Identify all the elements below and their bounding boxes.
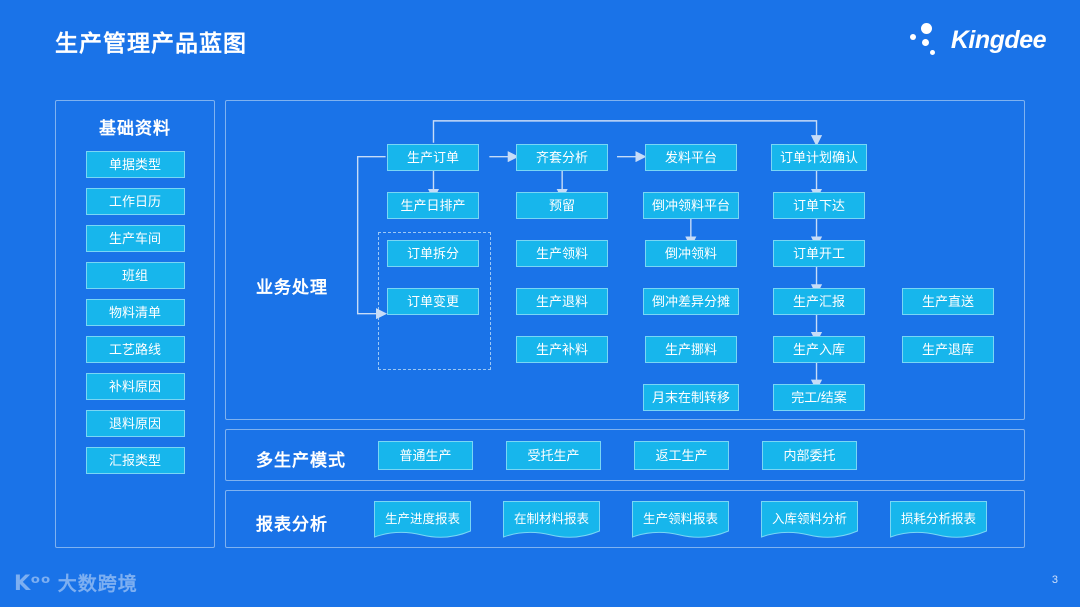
production-modes-list: 普通生产 受托生产 返工生产 内部委托 <box>378 441 857 470</box>
node-daochongchayifentan[interactable]: 倒冲差异分摊 <box>643 288 739 315</box>
report-analysis-label: 报表分析 <box>256 515 328 534</box>
kingdee-logo: Kingdee <box>908 22 1047 58</box>
watermark-logo-icon: Kᵒᵒ <box>14 570 51 595</box>
basic-item-gongzuorili[interactable]: 工作日历 <box>85 188 185 215</box>
basic-item-banzu[interactable]: 班组 <box>85 262 185 289</box>
business-flow: 生产订单 生产日排产 订单拆分 订单变更 齐套分析 预留 生产领料 生产退料 生… <box>226 101 1024 419</box>
basic-item-shengchanchejian[interactable]: 生产车间 <box>85 225 185 252</box>
report-shengchanlingliaobaobiao[interactable]: 生产领料报表 <box>632 501 729 541</box>
node-dingdanjihuaqueren[interactable]: 订单计划确认 <box>771 144 867 171</box>
kingdee-logo-text: Kingdee <box>950 25 1047 54</box>
business-process-section: 业务处理 <box>225 100 1025 420</box>
mode-neibuweituo[interactable]: 内部委托 <box>762 441 857 470</box>
basic-item-wuliaoqingdan[interactable]: 物料清单 <box>85 299 185 326</box>
node-faliaopingtai[interactable]: 发料平台 <box>645 144 737 171</box>
report-analysis-section: 报表分析 生产进度报表 在制材料报表 <box>225 490 1025 548</box>
mode-putongshengchan[interactable]: 普通生产 <box>378 441 473 470</box>
node-dingdanchaifen[interactable]: 订单拆分 <box>387 240 479 267</box>
report-shengchanjindubaobiao[interactable]: 生产进度报表 <box>374 501 471 541</box>
report-rukulingliaofenxi[interactable]: 入库领料分析 <box>761 501 858 541</box>
node-shengchanripaichan[interactable]: 生产日排产 <box>387 192 479 219</box>
node-shengchanzhisong[interactable]: 生产直送 <box>902 288 994 315</box>
node-shengchantuiku[interactable]: 生产退库 <box>902 336 994 363</box>
node-wangong-jiean[interactable]: 完工/结案 <box>773 384 865 411</box>
node-dingdanbiangeng[interactable]: 订单变更 <box>387 288 479 315</box>
node-shengchannuoliao[interactable]: 生产挪料 <box>645 336 737 363</box>
blueprint-board: 基础资料 单据类型 工作日历 生产车间 班组 物料清单 工艺路线 补料原因 退料… <box>55 100 1025 548</box>
report-doc-shape-icon <box>503 501 600 538</box>
node-qitaofenxi[interactable]: 齐套分析 <box>516 144 608 171</box>
kingdee-dots-icon <box>908 22 942 58</box>
sections-column: 业务处理 <box>225 100 1025 548</box>
basic-item-tuiliaoyuanyin[interactable]: 退料原因 <box>85 410 185 437</box>
node-shengchantuiliao[interactable]: 生产退料 <box>516 288 608 315</box>
basic-item-buliaoyuanyin[interactable]: 补料原因 <box>85 373 185 400</box>
flow-connectors <box>356 120 823 391</box>
report-zaizhicailiaobaobiao[interactable]: 在制材料报表 <box>503 501 600 541</box>
basic-data-panel: 基础资料 单据类型 工作日历 生产车间 班组 物料清单 工艺路线 补料原因 退料… <box>55 100 215 548</box>
basic-data-title: 基础资料 <box>99 119 171 138</box>
page-number: 3 <box>1051 574 1058 586</box>
slide-header: 生产管理产品蓝图 Kingdee <box>0 0 1080 82</box>
node-daochonglingliao[interactable]: 倒冲领料 <box>645 240 737 267</box>
node-shengchanlingliao[interactable]: 生产领料 <box>516 240 608 267</box>
node-yuemozaizhizhuanyi[interactable]: 月末在制转移 <box>643 384 739 411</box>
mode-fangongshengchan[interactable]: 返工生产 <box>634 441 729 470</box>
report-doc-shape-icon <box>632 501 729 538</box>
mode-shoutuoshengchan[interactable]: 受托生产 <box>506 441 601 470</box>
production-modes-section: 多生产模式 普通生产 受托生产 返工生产 内部委托 <box>225 429 1025 481</box>
page-title: 生产管理产品蓝图 <box>55 30 247 56</box>
basic-item-danjuleixing[interactable]: 单据类型 <box>85 151 185 178</box>
basic-data-list: 单据类型 工作日历 生产车间 班组 物料清单 工艺路线 补料原因 退料原因 汇报… <box>56 151 214 474</box>
basic-item-huibaoleixing[interactable]: 汇报类型 <box>85 447 185 474</box>
node-dingdanxiada[interactable]: 订单下达 <box>773 192 865 219</box>
business-process-label: 业务处理 <box>256 278 328 297</box>
watermark-text: 大数跨境 <box>57 574 138 595</box>
report-doc-shape-icon <box>890 501 987 538</box>
report-doc-shape-icon <box>761 501 858 538</box>
basic-item-gongyiluxian[interactable]: 工艺路线 <box>85 336 185 363</box>
node-shengchanruku[interactable]: 生产入库 <box>773 336 865 363</box>
report-doc-shape-icon <box>374 501 471 538</box>
node-shengchanbuliao[interactable]: 生产补料 <box>516 336 608 363</box>
node-yuliu[interactable]: 预留 <box>516 192 608 219</box>
report-sunhaofenxibaobiao[interactable]: 损耗分析报表 <box>890 501 987 541</box>
production-modes-label: 多生产模式 <box>256 451 346 470</box>
node-dingdankaigong[interactable]: 订单开工 <box>773 240 865 267</box>
slide-footer: Kᵒᵒ 大数跨境 3 <box>0 560 1080 607</box>
node-shengchanhuibao[interactable]: 生产汇报 <box>773 288 865 315</box>
node-shengchandingdan[interactable]: 生产订单 <box>387 144 479 171</box>
node-daochonglingliaopingtai[interactable]: 倒冲领料平台 <box>643 192 739 219</box>
report-analysis-list: 生产进度报表 在制材料报表 生产领料报表 <box>374 501 987 541</box>
watermark: Kᵒᵒ 大数跨境 <box>14 569 138 596</box>
